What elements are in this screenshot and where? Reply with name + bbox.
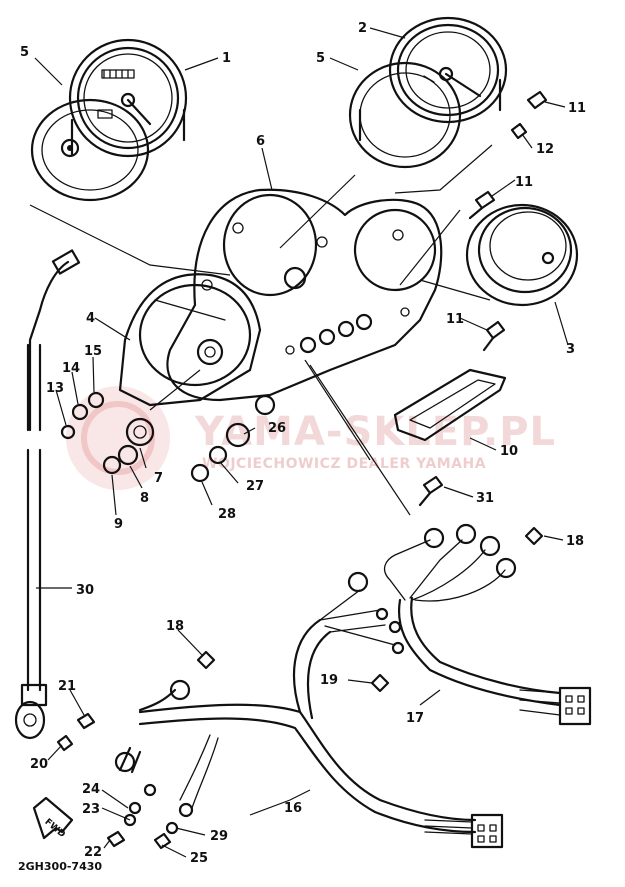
callout-14: 14 [62,361,80,376]
callout-4: 4 [86,311,95,326]
callout-5b: 5 [316,51,325,66]
callout-13: 13 [46,381,64,396]
callout-18b: 18 [566,534,584,549]
diagram-reference-code: 2GH300-7430 [18,860,102,873]
callout-1: 1 [222,51,231,66]
leader-lines [29,27,569,858]
callout-labels: 5 1 2 5 11 12 11 6 11 3 4 15 14 13 7 8 9… [20,21,586,866]
speedometer-cable [14,249,81,740]
speedometer-gauge [30,38,188,202]
callout-29: 28 [218,507,236,522]
grommets-and-washers [60,391,276,483]
callout-11a: 11 [568,101,586,116]
callout-10: 10 [500,444,518,459]
watermark-main-text: YAMA-SKLEP.PL [194,409,556,455]
callout-12: 12 [536,142,554,157]
screws [418,90,548,507]
watermark-sub-text: WOJCIECHOWICZ DEALER YAMAHA [202,456,486,472]
callout-8: 8 [140,491,149,506]
sub-wire-harness [383,523,592,726]
main-wire-harness [114,571,504,849]
callout-2: 2 [358,21,367,36]
indicator-cover [393,368,507,442]
bulb-sockets [56,650,390,850]
callout-19: 19 [320,673,338,688]
callout-17: 17 [406,711,424,726]
callout-31: 31 [476,491,494,506]
callout-15: 15 [84,344,102,359]
callout-28: 27 [246,479,264,494]
callout-16: 16 [284,801,302,816]
tachometer-gauge [348,16,508,169]
indicator-gauge [465,203,579,307]
lower-cover [118,273,262,407]
callout-20: 20 [30,757,48,772]
callout-11b: 11 [515,175,533,190]
callout-24: 24 [82,782,100,797]
callout-21: 21 [58,679,76,694]
callout-25: 25 [190,851,208,866]
callout-7: 7 [154,471,163,486]
watermark: YAMA-SKLEP.PL WOJCIECHOWICZ DEALER YAMAH… [66,386,556,490]
meter-housing [166,188,443,402]
callout-5a: 5 [20,45,29,60]
callout-3: 3 [566,342,575,357]
callout-23: 23 [82,802,100,817]
callout-11c: 11 [446,312,464,327]
callout-6: 6 [256,134,265,149]
forward-direction-arrow-icon: FWD [32,796,74,840]
callout-9: 9 [114,517,123,532]
callout-26: 29 [210,829,228,844]
callout-18a: 18 [166,619,184,634]
callout-27: 26 [268,421,286,436]
callout-22: 22 [84,845,102,860]
callout-30: 30 [76,583,94,598]
